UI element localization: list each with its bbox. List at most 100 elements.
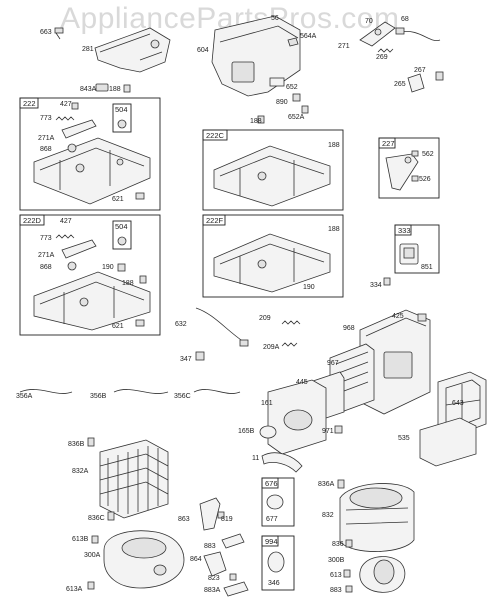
label-281: 281 xyxy=(82,46,94,53)
label-863: 863 xyxy=(178,516,190,523)
part-562-screw xyxy=(411,150,419,157)
label-68: 68 xyxy=(401,16,409,23)
label-334: 334 xyxy=(370,282,382,289)
label-188-e: 188 xyxy=(328,226,340,233)
label-346: 346 xyxy=(268,580,280,587)
part-773-spring xyxy=(55,116,75,121)
part-269-spring xyxy=(377,48,394,53)
part-68-cable xyxy=(395,27,441,42)
label-967: 967 xyxy=(327,360,339,367)
part-613a-screw xyxy=(87,581,95,590)
part-300a-muffler xyxy=(103,530,185,589)
part-535-filter xyxy=(419,417,477,467)
part-863-bracket xyxy=(199,497,221,531)
label-677: 677 xyxy=(266,516,278,523)
label-562: 562 xyxy=(422,151,434,158)
label-11: 11 xyxy=(252,455,259,462)
label-632: 632 xyxy=(175,321,187,328)
label-209a: 209A xyxy=(263,344,280,351)
part-823-screw xyxy=(229,573,237,581)
label-890: 890 xyxy=(276,99,288,106)
box-504b xyxy=(112,220,132,250)
part-890-screw xyxy=(292,93,301,102)
label-347: 347 xyxy=(180,356,192,363)
label-356a: 356A xyxy=(16,393,33,400)
label-883-b: 883 xyxy=(330,587,342,594)
part-356c-wire xyxy=(193,389,241,394)
part-209a-spring xyxy=(281,342,298,347)
label-427-a: 427 xyxy=(60,101,72,108)
label-356c: 356C xyxy=(174,393,191,400)
label-271: 271 xyxy=(338,43,350,50)
part-271a-lever-b xyxy=(61,239,97,259)
label-621-a: 621 xyxy=(112,196,124,203)
box-222d xyxy=(19,214,161,336)
part-819-screw xyxy=(217,511,225,519)
part-843a-clip xyxy=(95,83,109,92)
box-label-222d: 222D xyxy=(23,216,42,225)
part-425-screw xyxy=(417,313,427,322)
part-188-screw-mid xyxy=(257,115,265,124)
label-652: 652 xyxy=(286,84,298,91)
label-300a: 300A xyxy=(84,552,101,559)
part-346-spark-arrester xyxy=(267,551,285,573)
label-613a: 613A xyxy=(66,586,83,593)
label-968: 968 xyxy=(343,325,355,332)
label-843a: 843A xyxy=(80,86,97,93)
part-334-screw xyxy=(383,277,391,286)
label-271a-a: 271A xyxy=(38,135,55,142)
label-832: 832 xyxy=(322,512,334,519)
label-604: 604 xyxy=(197,47,209,54)
part-883-gasket-b xyxy=(345,585,353,593)
part-209-spring xyxy=(281,320,301,325)
part-222d-governor-plate xyxy=(33,271,151,331)
label-832a: 832A xyxy=(72,468,89,475)
label-188-d: 188 xyxy=(122,280,134,287)
label-868-a: 868 xyxy=(40,146,52,153)
label-70: 70 xyxy=(365,18,373,25)
label-188-b: 188 xyxy=(250,118,262,125)
part-222f-governor-plate xyxy=(213,233,331,293)
part-227-bracket xyxy=(385,153,419,191)
label-425: 425 xyxy=(392,313,404,320)
part-271-throttle-lever xyxy=(359,21,396,47)
label-526: 526 xyxy=(419,176,431,183)
label-773-a: 773 xyxy=(40,115,52,122)
part-652-bracket xyxy=(269,77,285,87)
label-836a: 836A xyxy=(318,481,335,488)
part-652a-screw xyxy=(301,105,309,114)
box-label-504b: 504 xyxy=(115,222,128,231)
part-271a-lever xyxy=(61,119,97,139)
part-832-muffler-guard xyxy=(339,483,415,552)
part-165b-gasket xyxy=(259,425,277,439)
part-11-breather xyxy=(261,452,303,473)
label-535: 535 xyxy=(398,435,410,442)
part-190-screw xyxy=(117,263,126,272)
box-label-333: 333 xyxy=(398,226,411,235)
label-864: 864 xyxy=(190,556,202,563)
label-209: 209 xyxy=(259,315,271,322)
label-267: 267 xyxy=(414,67,426,74)
part-347-clip xyxy=(195,351,205,361)
label-773-b: 773 xyxy=(40,235,52,242)
label-823: 823 xyxy=(208,575,220,582)
box-label-222c: 222C xyxy=(206,131,225,140)
part-883-gasket xyxy=(221,533,245,549)
label-613: 613 xyxy=(330,572,342,579)
part-564a-clip xyxy=(287,37,299,47)
part-971-screw xyxy=(334,425,343,434)
label-300b: 300B xyxy=(328,557,345,564)
label-269: 269 xyxy=(376,54,388,61)
part-832a-cage xyxy=(99,439,169,519)
box-227 xyxy=(378,137,440,199)
part-222c-governor-plate xyxy=(213,145,331,207)
part-188-screw-d xyxy=(139,275,147,284)
label-971: 971 xyxy=(322,428,334,435)
part-504-washer xyxy=(117,119,127,129)
box-label-676: 676 xyxy=(265,479,278,488)
label-819: 819 xyxy=(221,516,233,523)
part-663-screw xyxy=(54,27,64,40)
part-864-deflector xyxy=(203,551,227,577)
part-427-screw xyxy=(71,102,79,110)
